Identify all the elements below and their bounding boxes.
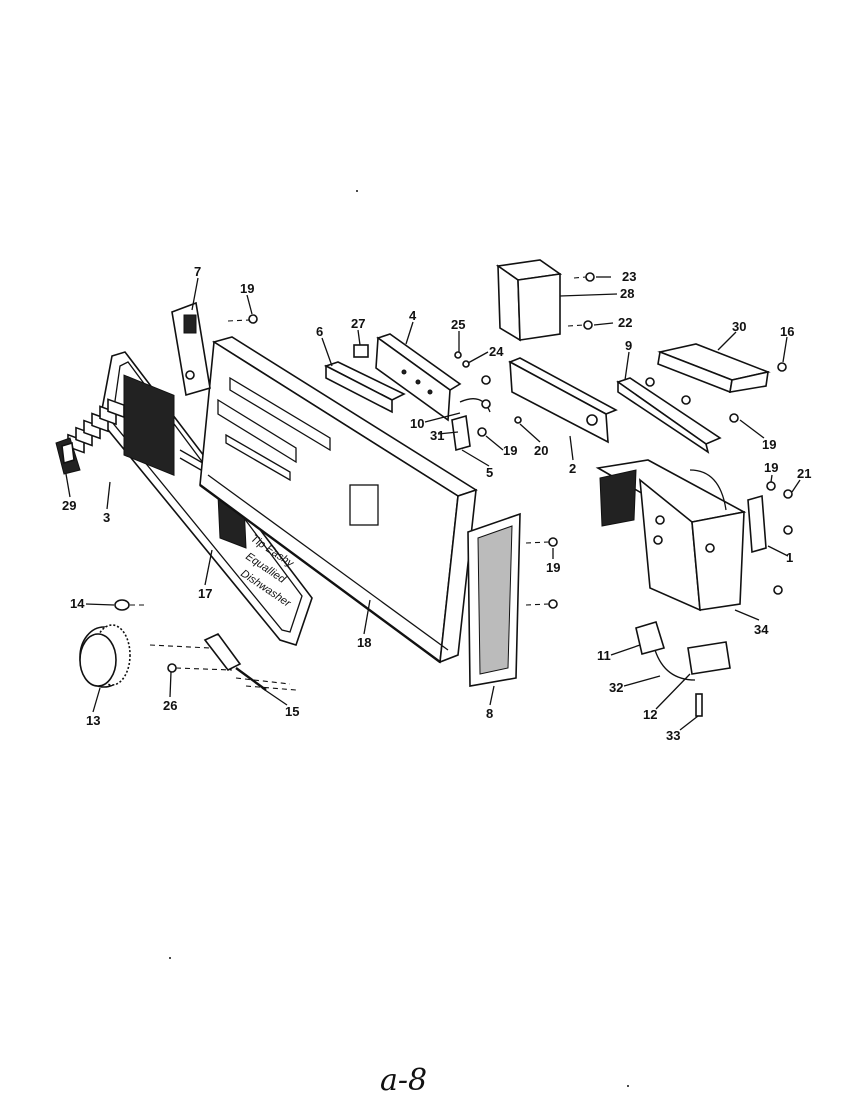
lamp-socket [203, 632, 267, 691]
callout-10: 10 [410, 416, 424, 431]
callout-29: 29 [62, 498, 76, 513]
callout-22: 22 [618, 315, 632, 330]
terminal-block [657, 343, 771, 394]
terminal-connector [635, 621, 666, 655]
callout-20: 20 [534, 443, 548, 458]
callout-19: 19 [546, 560, 560, 575]
wire-terminal [695, 693, 703, 717]
timer-assembly [595, 459, 767, 612]
module-cover [495, 259, 563, 342]
callout-23: 23 [622, 269, 636, 284]
pushbutton-set [67, 398, 125, 454]
small-bulb [114, 599, 130, 611]
callout-6: 6 [316, 324, 323, 339]
callout-7: 7 [194, 264, 201, 279]
callout-34: 34 [754, 622, 769, 637]
callout-31: 31 [430, 428, 444, 443]
callout-3: 3 [103, 510, 110, 525]
callout-15: 15 [285, 704, 299, 719]
callout-28: 28 [620, 286, 634, 301]
side-bracket [171, 301, 211, 397]
callout-19: 19 [240, 281, 254, 296]
callout-32: 32 [609, 680, 623, 695]
callout-4: 4 [409, 308, 417, 323]
callout-26: 26 [163, 698, 177, 713]
dial-knob [79, 624, 131, 688]
circuit-board [375, 333, 462, 422]
callout-11: 11 [597, 648, 611, 663]
callout-12: 12 [643, 707, 657, 722]
callout-24: 24 [489, 344, 504, 359]
callout-17: 17 [198, 586, 212, 601]
screw-set [167, 272, 793, 673]
rocker-switch [55, 437, 81, 475]
callout-27: 27 [351, 316, 365, 331]
callout-30: 30 [732, 319, 746, 334]
callout-14: 14 [70, 596, 85, 611]
leader-lines [65, 276, 801, 731]
console-frame [199, 336, 478, 664]
callout-9: 9 [625, 338, 632, 353]
callout-8: 8 [486, 706, 493, 721]
wire-lead [654, 649, 696, 681]
callout-25: 25 [451, 317, 465, 332]
callout-1: 1 [786, 550, 793, 565]
relay [451, 398, 491, 452]
callout-18: 18 [357, 635, 371, 650]
callout-16: 16 [780, 324, 794, 339]
connector-plug [687, 641, 731, 675]
callout-5: 5 [486, 465, 493, 480]
small-plug [353, 344, 369, 358]
callout-2: 2 [569, 461, 576, 476]
callout-19: 19 [503, 443, 517, 458]
callout-19: 19 [762, 437, 776, 452]
callout-33: 33 [666, 728, 680, 743]
mounting-plate [508, 357, 618, 444]
angle-bracket [616, 377, 722, 454]
page-number: a-8 [380, 1063, 427, 1098]
vent-grille [467, 512, 521, 687]
callout-19: 19 [764, 460, 778, 475]
callout-21: 21 [797, 466, 811, 481]
callout-labels: 7 19 6 27 4 25 24 23 28 22 30 16 9 10 31… [62, 264, 811, 743]
callout-13: 13 [86, 713, 100, 728]
indicator-strip [323, 361, 406, 414]
